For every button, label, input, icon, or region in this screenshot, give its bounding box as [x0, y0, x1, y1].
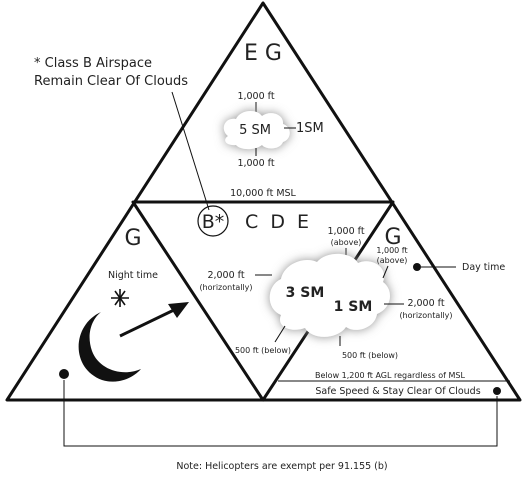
middle-horiz-value: 2,000 ft	[207, 270, 244, 281]
class-b-label: B*	[202, 211, 225, 233]
middle-below-leader	[274, 325, 286, 343]
night-time-caption: Night time	[108, 270, 158, 281]
right-above-value: 1,000 ft	[376, 246, 407, 255]
middle-above-note: (above)	[331, 238, 362, 247]
top-cloud	[223, 110, 290, 150]
day-bottom-dot	[493, 387, 501, 395]
altitude-10000-msl-label: 10,000 ft MSL	[230, 188, 296, 199]
middle-above-value: 1,000 ft	[327, 226, 364, 237]
right-above-leader	[382, 265, 389, 279]
top-cloud-label: 5 SM	[239, 123, 271, 138]
large-cloud	[269, 253, 390, 337]
crescent-moon-icon	[78, 312, 141, 382]
class-b-note-line2: Remain Clear Of Clouds	[34, 74, 188, 89]
dot-icon	[413, 263, 421, 271]
large-cloud-3sm-label: 3 SM	[286, 285, 325, 301]
left-class-label: G	[124, 226, 141, 251]
right-class-label: G	[384, 225, 401, 250]
top-side-label: 1SM	[296, 121, 324, 136]
top-class-label: E G	[244, 41, 282, 66]
right-cloud-1sm-label: 1 SM	[334, 299, 373, 315]
night-bottom-dot	[59, 369, 69, 379]
middle-horiz-note: (horizontally)	[199, 283, 252, 292]
right-horiz-value: 2,000 ft	[407, 298, 444, 309]
arrow-icon	[119, 302, 189, 338]
agl-1200-note: Below 1,200 ft AGL regardless of MSL	[315, 371, 465, 380]
helicopter-bracket	[63, 380, 498, 447]
helicopter-note: Note: Helicopters are exempt per 91.155 …	[176, 461, 387, 472]
class-b-circle	[197, 205, 229, 237]
class-b-leader-line	[171, 91, 210, 211]
day-time-caption: Day time	[462, 262, 505, 273]
right-horiz-note: (horizontally)	[399, 311, 452, 320]
star-icon	[111, 289, 129, 307]
top-below-label: 1,000 ft	[237, 158, 274, 169]
right-below-label: 500 ft (below)	[342, 351, 398, 360]
top-above-label: 1,000 ft	[237, 91, 274, 102]
safe-speed-label: Safe Speed & Stay Clear Of Clouds	[315, 386, 480, 397]
class-b-note-line1: * Class B Airspace	[34, 56, 152, 71]
middle-classes-label: C D E	[245, 211, 309, 233]
middle-below-label: 500 ft (below)	[235, 346, 291, 355]
right-above-note: (above)	[377, 256, 408, 265]
